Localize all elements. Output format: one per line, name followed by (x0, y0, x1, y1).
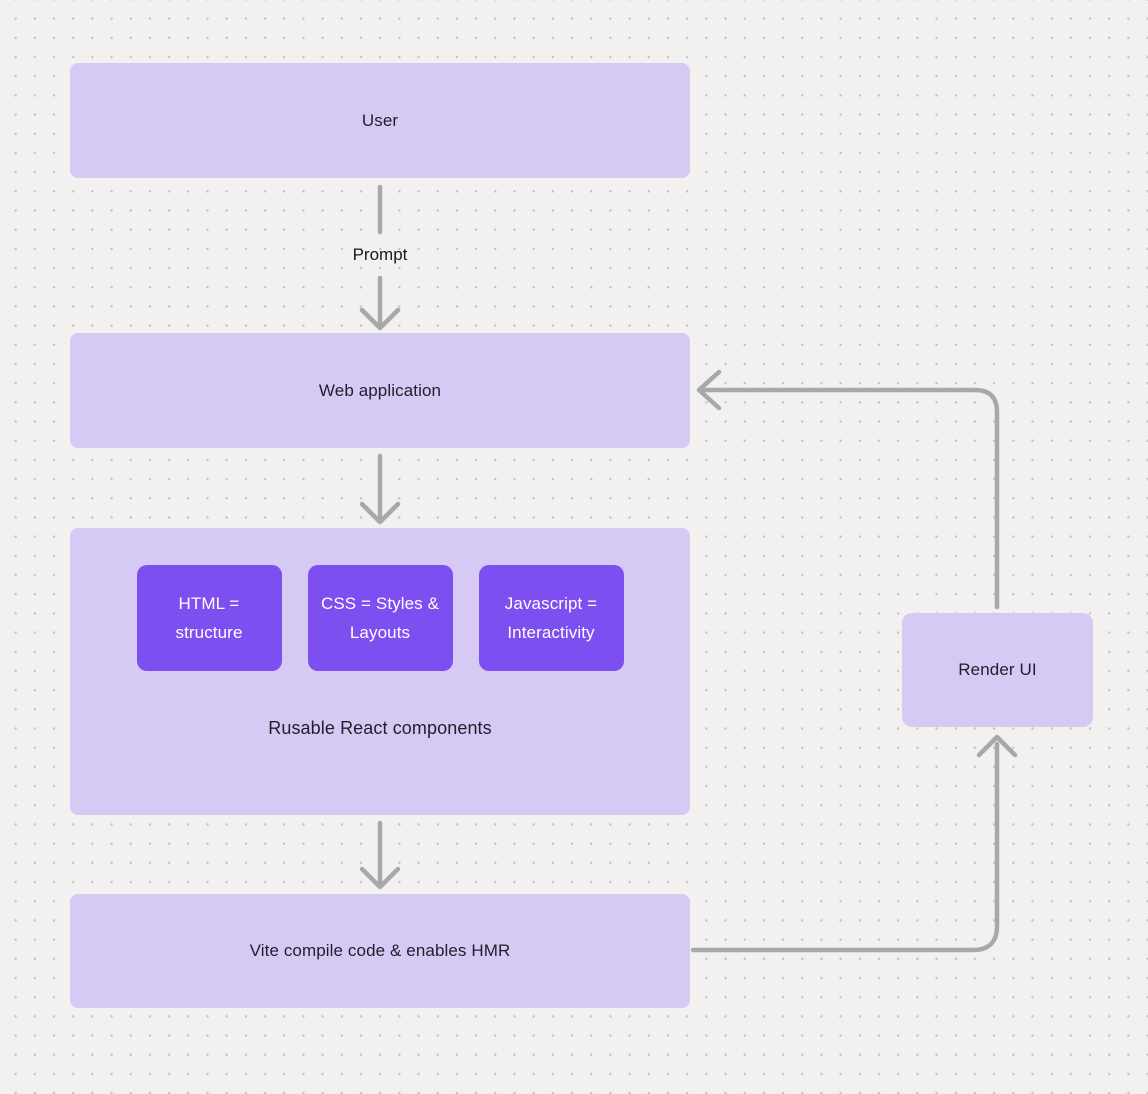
node-vite-label: Vite compile code & enables HMR (249, 941, 511, 960)
node-vite[interactable]: Vite compile code & enables HMR (70, 894, 690, 1008)
node-web-application-label: Web application (318, 380, 442, 400)
node-render-ui-label: Render UI (958, 660, 1037, 679)
chip-html-label: HTML = structure (175, 594, 243, 642)
chip-css-label: CSS = Styles & Layouts (320, 594, 440, 642)
node-components-group[interactable]: HTML = structure CSS = Styles & Layouts … (70, 528, 690, 815)
node-render-ui[interactable]: Render UI (902, 613, 1093, 727)
components-caption: Rusable React components (268, 718, 492, 738)
node-web-application[interactable]: Web application (70, 333, 690, 448)
arrowhead-left-icon (696, 369, 722, 411)
connector-render-to-web[interactable] (696, 369, 1000, 610)
connector-web-to-components[interactable] (359, 453, 401, 525)
node-user[interactable]: User (70, 63, 690, 178)
arrowhead-down-icon (359, 307, 401, 331)
connector-components-to-vite[interactable] (359, 820, 401, 890)
arrowhead-up-icon (976, 734, 1018, 758)
chip-html[interactable]: HTML = structure (136, 565, 282, 671)
node-user-label: User (361, 110, 399, 130)
chip-javascript[interactable]: Javascript = Interactivity (478, 565, 624, 671)
edge-label-prompt[interactable]: Prompt (352, 245, 408, 264)
components-chip-row: HTML = structure CSS = Styles & Layouts … (70, 565, 690, 671)
chip-css[interactable]: CSS = Styles & Layouts (307, 565, 453, 671)
arrowhead-down-icon (359, 866, 401, 890)
arrowhead-down-icon (359, 501, 401, 525)
connector-vite-to-render[interactable] (690, 734, 1018, 953)
chip-javascript-label: Javascript = Interactivity (504, 594, 598, 642)
